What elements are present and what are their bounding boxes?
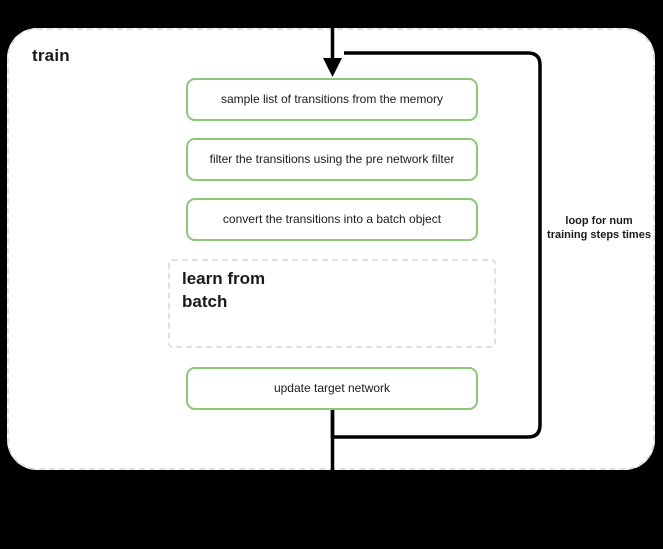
process-box-label: update target network: [273, 381, 391, 396]
learn-from-batch-container[interactable]: learn from batch: [168, 259, 496, 348]
learn-from-batch-title: learn from batch: [182, 269, 266, 311]
process-box-label: filter the transitions using the pre net…: [209, 152, 455, 167]
process-box-label: convert the transitions into a batch obj…: [222, 212, 442, 227]
process-box-convert-transitions[interactable]: convert the transitions into a batch obj…: [186, 198, 478, 241]
train-block-title: train: [32, 46, 70, 65]
process-box-filter-transitions[interactable]: filter the transitions using the pre net…: [186, 138, 478, 181]
loop-caption-label: loop for num training steps times: [547, 215, 651, 242]
process-box-sample-transitions[interactable]: sample list of transitions from the memo…: [186, 78, 478, 121]
process-box-update-target-network[interactable]: update target network: [186, 367, 478, 410]
process-box-label: sample list of transitions from the memo…: [220, 92, 444, 107]
